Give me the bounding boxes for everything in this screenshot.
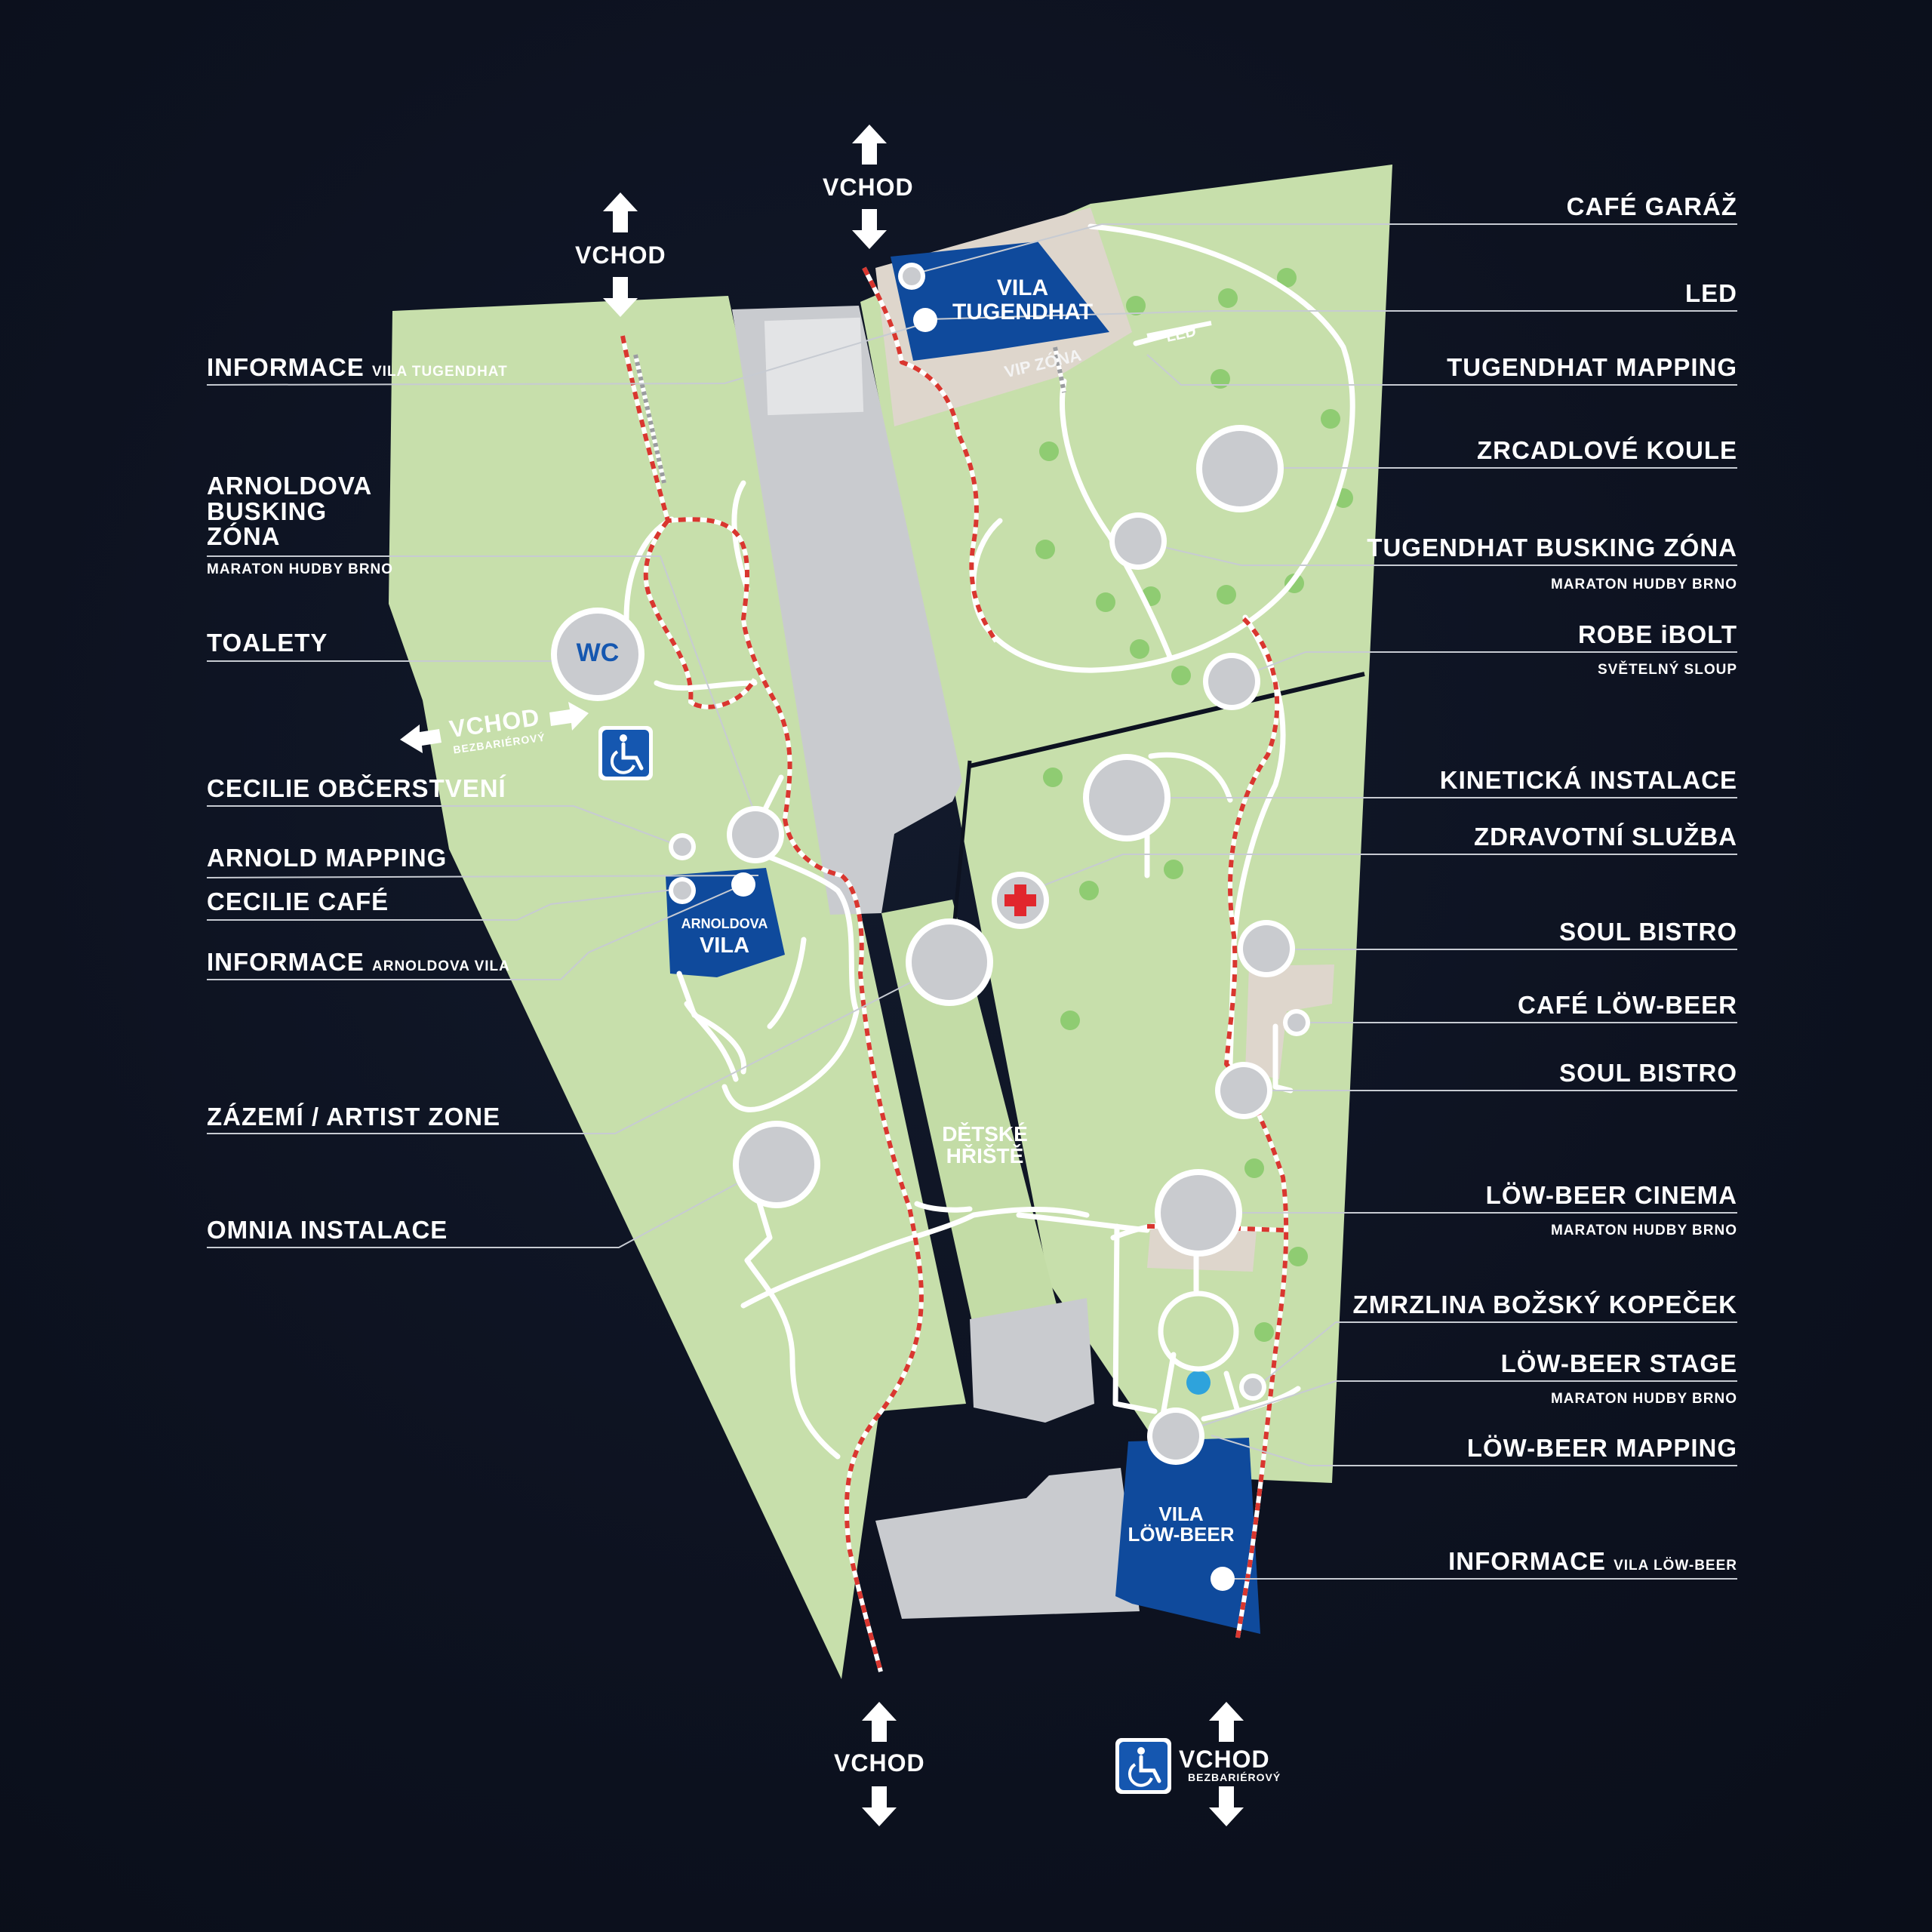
arnold-info-marker — [731, 872, 755, 897]
kineticka-marker — [1083, 754, 1171, 841]
soul-bistro-terrace — [1245, 964, 1334, 1079]
building-a — [970, 1298, 1094, 1423]
label-info-arnoldova: INFORMACE ARNOLDOVA VILA — [207, 949, 510, 974]
label-info-low-beer-main: INFORMACE — [1448, 1547, 1606, 1575]
wheelchair-icon — [1115, 1738, 1171, 1794]
wheelchair-icon — [598, 726, 653, 780]
arrow-down-icon — [862, 1786, 897, 1826]
arnoldova-vila-text-1: ARNOLDOVA — [681, 916, 768, 931]
arrow-down-icon — [603, 277, 638, 317]
label-tugendhat-busking: TUGENDHAT BUSKING ZÓNA — [1367, 534, 1737, 561]
zazemi-marker — [906, 918, 993, 1006]
cecilie-obcerstveni-marker — [669, 833, 696, 860]
label-kineticka: KINETICKÁ INSTALACE — [1439, 766, 1737, 794]
label-cafe-garaz: CAFÉ GARÁŽ — [1566, 192, 1737, 220]
zmrzlina-marker — [1239, 1374, 1266, 1401]
cafe-low-beer-marker — [1283, 1009, 1310, 1036]
zrcadlove-koule-marker — [1196, 425, 1284, 512]
label-cecilie-cafe: CECILIE CAFÉ — [207, 888, 389, 915]
tugendhat-busking-marker — [1109, 512, 1167, 570]
arrow-up-icon — [1209, 1702, 1244, 1742]
soul-bistro-marker-1 — [1238, 920, 1295, 977]
entrance-bottom-center: VCHOD — [834, 1749, 925, 1777]
label-low-beer-cinema: LÖW-BEER CINEMA — [1485, 1181, 1737, 1209]
info-low-beer-marker — [1211, 1567, 1235, 1591]
label-led: LED — [1685, 279, 1737, 307]
label-arnoldova-busking-sub: MARATON HUDBY BRNO — [207, 561, 394, 577]
vila-tugendhat-text: VILA TUGENDHAT — [952, 275, 1094, 325]
label-low-beer-cinema-sub: MARATON HUDBY BRNO — [1550, 1223, 1737, 1238]
label-tugendhat-mapping: TUGENDHAT MAPPING — [1447, 353, 1737, 381]
label-info-tugendhat-small: VILA TUGENDHAT — [372, 364, 508, 380]
road — [732, 306, 962, 915]
first-aid-marker — [992, 872, 1049, 929]
label-toalety: TOALETY — [207, 629, 328, 657]
low-beer-stage-marker — [1147, 1407, 1204, 1465]
vila-tugendhat-building — [891, 242, 1109, 361]
venue-markers — [551, 263, 1310, 1591]
first-aid-cross-icon — [1004, 884, 1036, 916]
label-info-arnoldova-main: INFORMACE — [207, 948, 365, 976]
label-info-arnoldova-small: ARNOLDOVA VILA — [372, 958, 510, 974]
arnoldova-vila-building — [666, 868, 785, 977]
info-tugendhat-marker — [913, 308, 937, 332]
low-beer-cinema-marker — [1155, 1169, 1242, 1257]
label-info-low-beer-small: VILA LÖW-BEER — [1614, 1558, 1737, 1574]
led-sign-bar — [1146, 321, 1212, 338]
entrance-bottom-right-sub: BEZBARIÉROVÝ — [1188, 1771, 1281, 1783]
wc-text: WC — [576, 638, 620, 667]
wc-marker — [551, 608, 645, 701]
omnia-marker — [733, 1121, 820, 1208]
park-left — [389, 296, 966, 1679]
vila-low-beer-text: VILA LÖW-BEER — [1128, 1503, 1235, 1546]
arrow-down-icon — [852, 209, 887, 249]
arrow-down-icon — [1209, 1786, 1244, 1826]
building-b — [875, 1468, 1140, 1619]
arrow-up-icon — [852, 125, 887, 165]
label-arnold-mapping: ARNOLD MAPPING — [207, 844, 448, 872]
label-zazemi: ZÁZEMÍ / ARTIST ZONE — [207, 1103, 501, 1131]
label-soul-bistro-2: SOUL BISTRO — [1559, 1059, 1737, 1087]
entrance-arrows — [400, 125, 1244, 1826]
leader-lines — [206, 223, 1737, 1580]
label-zrcadlove-koule: ZRCADLOVÉ KOULE — [1477, 436, 1737, 464]
label-zmrzlina: ZMRZLINA BOŽSKÝ KOPEČEK — [1352, 1291, 1737, 1318]
label-zdravotni: ZDRAVOTNÍ SLUŽBA — [1473, 823, 1737, 851]
water-feature — [1186, 1371, 1211, 1395]
label-robe-ibolt-sub: SVĚTELNÝ SLOUP — [1597, 662, 1737, 678]
label-low-beer-stage: LÖW-BEER STAGE — [1500, 1349, 1737, 1377]
label-info-tugendhat-main: INFORMACE — [207, 353, 365, 381]
label-soul-bistro-1: SOUL BISTRO — [1559, 918, 1737, 946]
label-low-beer-mapping: LÖW-BEER MAPPING — [1466, 1434, 1737, 1462]
label-robe-ibolt: ROBE iBOLT — [1577, 620, 1737, 648]
cafe-garaz-marker — [898, 263, 925, 290]
park-divider — [969, 672, 1365, 768]
park-divider-2 — [952, 760, 972, 921]
arrow-up-icon — [862, 1702, 897, 1742]
cecilie-cafe-marker — [669, 877, 696, 904]
label-low-beer-stage-sub: MARATON HUDBY BRNO — [1550, 1391, 1737, 1407]
road-median — [881, 900, 1060, 1328]
arrow-right-icon — [549, 702, 589, 731]
buildings-bottom — [875, 1298, 1140, 1619]
soul-bistro-marker-2 — [1215, 1062, 1272, 1119]
label-omnia: OMNIA INSTALACE — [207, 1216, 448, 1244]
arnoldova-vila-text-2: VILA — [699, 934, 750, 958]
entrance-top-center: VCHOD — [823, 174, 914, 201]
label-cecilie-obcerstveni: CECILIE OBČERSTVENÍ — [207, 774, 506, 802]
label-arnoldova-busking: ARNOLDOVA BUSKING ZÓNA — [207, 472, 373, 551]
label-tugendhat-busking-sub: MARATON HUDBY BRNO — [1550, 577, 1737, 592]
arnoldova-busking-marker — [727, 806, 784, 863]
parking-block — [764, 317, 864, 416]
detske-hriste-text: DĚTSKÉ HŘIŠTĚ — [942, 1122, 1028, 1168]
robe-ibolt-marker — [1203, 653, 1260, 710]
entrance-top-left: VCHOD — [575, 242, 666, 269]
label-info-low-beer: INFORMACE VILA LÖW-BEER — [1448, 1549, 1737, 1574]
entrance-bottom-right: VCHOD — [1179, 1746, 1270, 1773]
arrow-left-icon — [400, 724, 441, 753]
label-cafe-low-beer: CAFÉ LÖW-BEER — [1518, 991, 1737, 1019]
label-info-tugendhat: INFORMACE VILA TUGENDHAT — [207, 355, 508, 380]
arrow-up-icon — [603, 192, 638, 232]
